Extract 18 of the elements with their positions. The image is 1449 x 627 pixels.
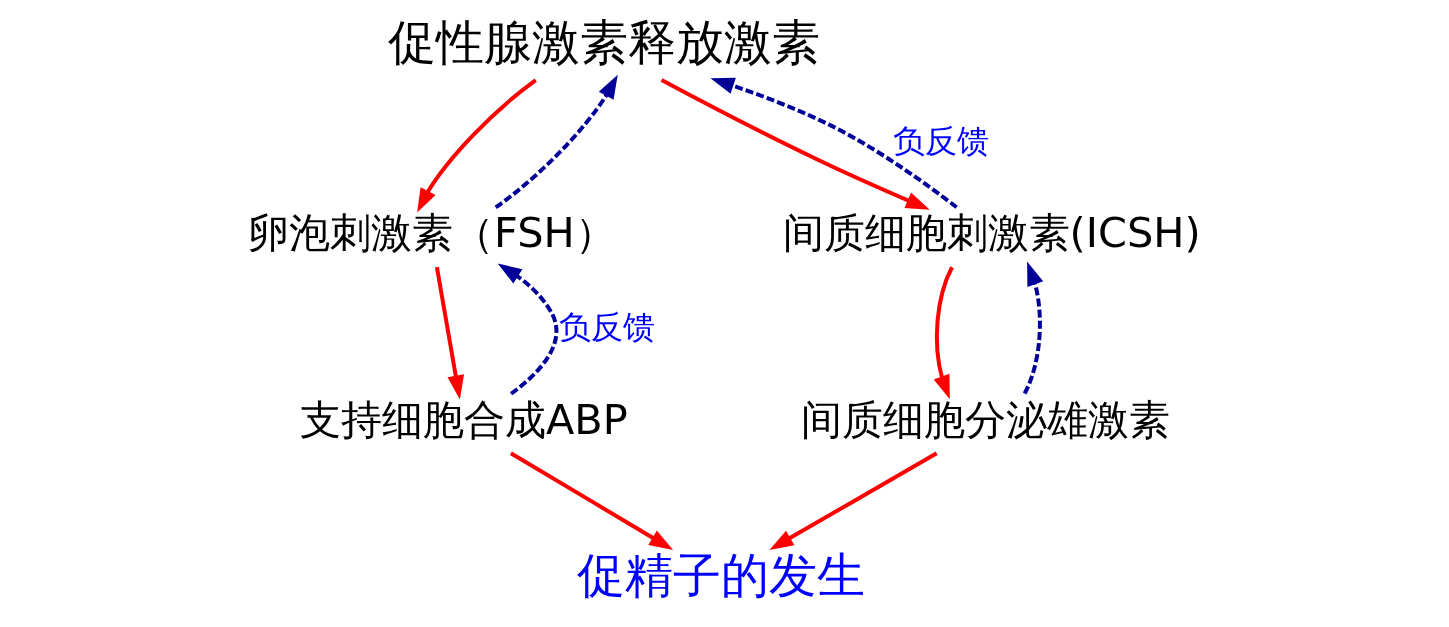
arrow [769,451,938,550]
arrow [933,266,954,400]
arrow [417,78,537,213]
node-text: 卵泡刺激素（FSH） [248,209,616,258]
edge-label: 负反馈 [893,121,990,160]
node-text: 促性腺激素释放激素 [388,15,821,71]
arrow [434,266,465,400]
node-text: 促精子的发生 [576,547,865,603]
arrow [494,74,618,209]
arrow [497,263,559,396]
arrow [509,451,674,550]
arrow [1022,261,1044,395]
node-text: 支持细胞合成ABP [299,395,628,444]
arrow [710,77,958,209]
edge-label: 负反馈 [558,308,655,347]
node-text: 间质细胞刺激素(ICSH) [782,209,1201,258]
arrow [660,78,930,210]
node-text: 间质细胞分泌雄激素 [800,395,1170,444]
